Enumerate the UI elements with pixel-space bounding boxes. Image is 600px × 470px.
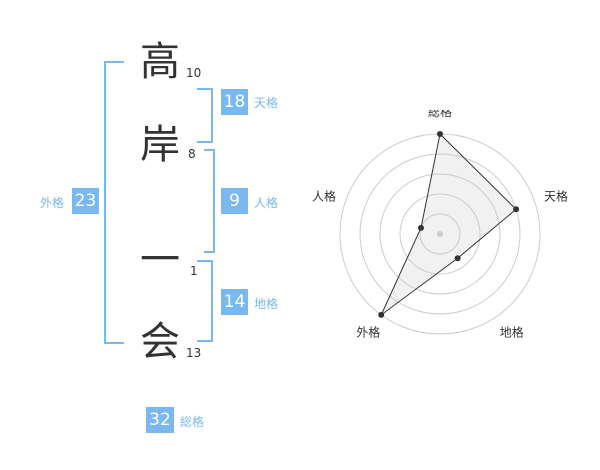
tenkaku-bracket: [197, 88, 213, 143]
radar-point-1: [437, 131, 443, 137]
stroke-count-4: 13: [186, 346, 202, 360]
name-char-1: 高: [140, 39, 180, 85]
radar-axis-label-5: 人格: [312, 188, 336, 203]
name-char-4: 会: [140, 319, 180, 365]
radar-axis-label-4: 外格: [356, 325, 380, 340]
name-char-3: 一: [140, 237, 180, 283]
jinkaku-label: 人格: [254, 196, 279, 210]
soukaku-value-badge: 32: [146, 407, 174, 433]
radar-point-5: [417, 224, 424, 231]
radar-grid-ring: [379, 173, 501, 295]
jinkaku-value-badge: 9: [221, 188, 248, 214]
radar-data-polygon: [380, 132, 517, 316]
radar-axis-label-3: 地格: [500, 325, 524, 340]
tenkaku-value-badge: 18: [221, 89, 248, 115]
radar-axis-label-1: 総格: [428, 110, 452, 119]
radar-point-2: [513, 206, 520, 213]
chikaku-label: 地格: [254, 297, 279, 311]
chikaku-value-badge: 14: [221, 289, 248, 315]
stroke-count-3: 1: [190, 264, 198, 278]
radar-grid-ring: [419, 213, 461, 255]
stroke-count-1: 10: [186, 66, 202, 80]
name-char-2: 岸: [140, 122, 180, 168]
gaikaku-value-badge: 23: [72, 188, 99, 214]
stroke-count-2: 8: [188, 147, 196, 161]
radar-grid-ring: [359, 153, 521, 315]
jinkaku-bracket: [204, 149, 215, 253]
gaikaku-label: 外格: [40, 196, 65, 210]
radar-point-3: [454, 255, 461, 262]
chikaku-bracket: [197, 260, 213, 342]
radar-grid-ring: [399, 193, 481, 275]
radar-axis-label-2: 天格: [544, 188, 568, 203]
soukaku-label: 総格: [180, 415, 205, 429]
gaikaku-bracket: [104, 61, 124, 344]
tenkaku-label: 天格: [254, 96, 279, 110]
radar-center-dot: [437, 231, 443, 237]
radar-point-4: [378, 311, 385, 318]
